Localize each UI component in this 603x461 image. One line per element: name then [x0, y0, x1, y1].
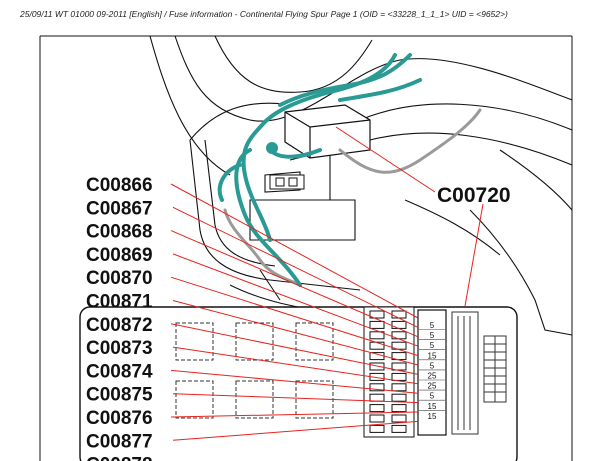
fuse-callout-leader	[170, 276, 419, 357]
fuse-holder-left	[369, 414, 385, 423]
fuse-holder-left	[369, 404, 385, 413]
fuse-callout-leader	[170, 230, 419, 338]
fuse-callout-label: C00866	[86, 175, 153, 196]
fuse-rating: 5	[430, 331, 435, 340]
fuse-rating: 5	[430, 341, 435, 350]
callout-leaders	[170, 183, 419, 441]
fuse-holder-left	[369, 320, 385, 329]
fuse-holders	[369, 310, 407, 433]
fuse-callout-leader	[170, 323, 419, 375]
fuse-holder-right	[391, 372, 407, 381]
fuse-rating: 5	[430, 392, 435, 401]
fuse-holder-right	[391, 424, 407, 433]
fuse-callout-label: C00872	[86, 315, 153, 336]
fuse-callout-label: C00867	[86, 198, 153, 219]
fuse-callout-label: C00874	[86, 361, 153, 382]
fuse-holder-right	[391, 310, 407, 319]
fuse-rating: 25	[428, 382, 437, 391]
fuse-rating: 15	[428, 412, 437, 421]
fuse-rating: 5	[430, 321, 435, 330]
callout-labels: C00866C00867C00868C00869C00870C00871C008…	[86, 175, 153, 461]
fuse-callout-leader	[172, 206, 419, 328]
main-callout-label: C00720	[437, 184, 511, 207]
fuse-holder-left	[369, 310, 385, 319]
fuse-callout-leader	[172, 420, 419, 441]
fuse-holder-left	[369, 383, 385, 392]
fuse-holder-left	[369, 341, 385, 350]
fuse-callout-leader	[170, 411, 419, 418]
fuse-holder-right	[391, 383, 407, 392]
fuse-holder-right	[391, 362, 407, 371]
fuse-callout-label: C00870	[86, 268, 153, 289]
fuse-callout-label: C00875	[86, 385, 153, 406]
fuse-callout-leader	[172, 253, 419, 347]
fuse-holder-right	[391, 393, 407, 402]
fuse-callout-label: C00876	[86, 408, 153, 429]
fuse-callout-label: C00873	[86, 338, 153, 359]
fuse-callout-leader	[170, 369, 419, 394]
grey-harness	[223, 108, 482, 287]
harness-connector	[269, 174, 305, 190]
fuse-callout-leader	[170, 183, 419, 319]
fuse-callout-leader	[172, 346, 419, 385]
relay-box	[284, 104, 371, 159]
main-callout-leader-relay	[335, 126, 436, 193]
fuse-rating: 25	[428, 372, 437, 381]
page-header: 25/09/11 WT 01000 09-2011 [English] / Fu…	[20, 9, 508, 19]
fuse-callout-leader	[172, 393, 419, 404]
relay-sockets	[175, 322, 334, 419]
teal-wiring-harness	[217, 53, 422, 287]
vehicle-body-outline	[149, 35, 573, 336]
fuse-callout-label: C00878	[86, 455, 153, 461]
fuse-rating: 5	[430, 361, 435, 370]
fuse-bank-middle	[451, 311, 479, 435]
fuse-holder-left	[369, 393, 385, 402]
fuse-holder-right	[391, 320, 407, 329]
main-callout-leader-fusebox	[464, 203, 484, 307]
fuse-rating: 15	[428, 351, 437, 360]
fuse-rating: 15	[428, 402, 437, 411]
fuse-callout-label: C00877	[86, 431, 153, 452]
fuse-holder-left	[369, 424, 385, 433]
fuse-callout-leader	[172, 300, 419, 366]
fuse-holder-right	[391, 414, 407, 423]
fuse-callout-label: C00871	[86, 292, 153, 313]
fuse-holder-left	[369, 331, 385, 340]
fuse-callout-label: C00868	[86, 222, 153, 243]
fuse-callout-label: C00869	[86, 245, 153, 266]
fuse-holder-right	[391, 404, 407, 413]
fuse-holder-right	[391, 331, 407, 340]
fuse-holder-left	[369, 352, 385, 361]
harness-clip	[266, 142, 278, 154]
fuse-ratings-column	[417, 309, 447, 436]
fuse-bank-right	[483, 335, 507, 403]
